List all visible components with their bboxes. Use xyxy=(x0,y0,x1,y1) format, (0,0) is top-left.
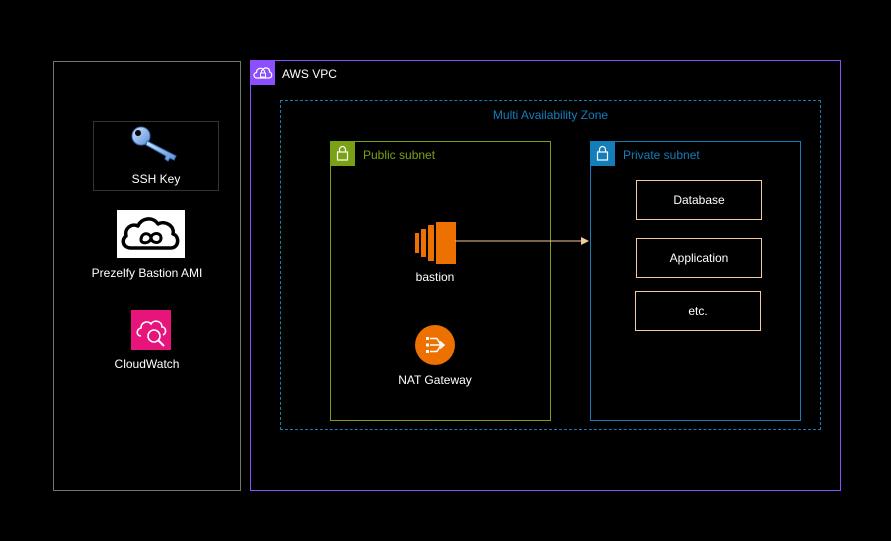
key-icon xyxy=(131,126,177,162)
bastion-to-private-arrow xyxy=(455,237,589,245)
nat-gateway-label: NAT Gateway xyxy=(398,373,472,387)
bastion-ami-label: Prezelfy Bastion AMI xyxy=(91,266,203,280)
ssh-key-label: SSH Key xyxy=(131,172,181,186)
public-subnet-label: Public subnet xyxy=(363,148,436,162)
application-service-box: Application xyxy=(636,238,762,278)
bastion-label: bastion xyxy=(415,270,455,284)
private-subnet-group xyxy=(590,141,801,421)
lock-icon xyxy=(330,141,355,166)
aws-vpc-group xyxy=(250,60,841,491)
nat-gateway-icon xyxy=(415,325,455,365)
cloudwatch-label: CloudWatch xyxy=(114,357,180,371)
availability-zone-label: Multi Availability Zone xyxy=(492,108,609,122)
cloudwatch-icon xyxy=(131,310,171,350)
availability-zone-group xyxy=(280,100,821,430)
ssh-key-card xyxy=(93,121,219,191)
database-service-box: Database xyxy=(636,180,762,220)
cloud-logo-icon xyxy=(117,210,185,258)
private-subnet-label: Private subnet xyxy=(623,148,700,162)
vpc-cloud-icon xyxy=(250,60,275,85)
public-subnet-group xyxy=(330,141,551,421)
etc-service-box: etc. xyxy=(635,291,761,331)
ec2-instance-icon xyxy=(415,222,456,264)
tools-panel xyxy=(53,61,241,491)
vpc-label: AWS VPC xyxy=(282,67,337,81)
lock-icon xyxy=(590,141,615,166)
